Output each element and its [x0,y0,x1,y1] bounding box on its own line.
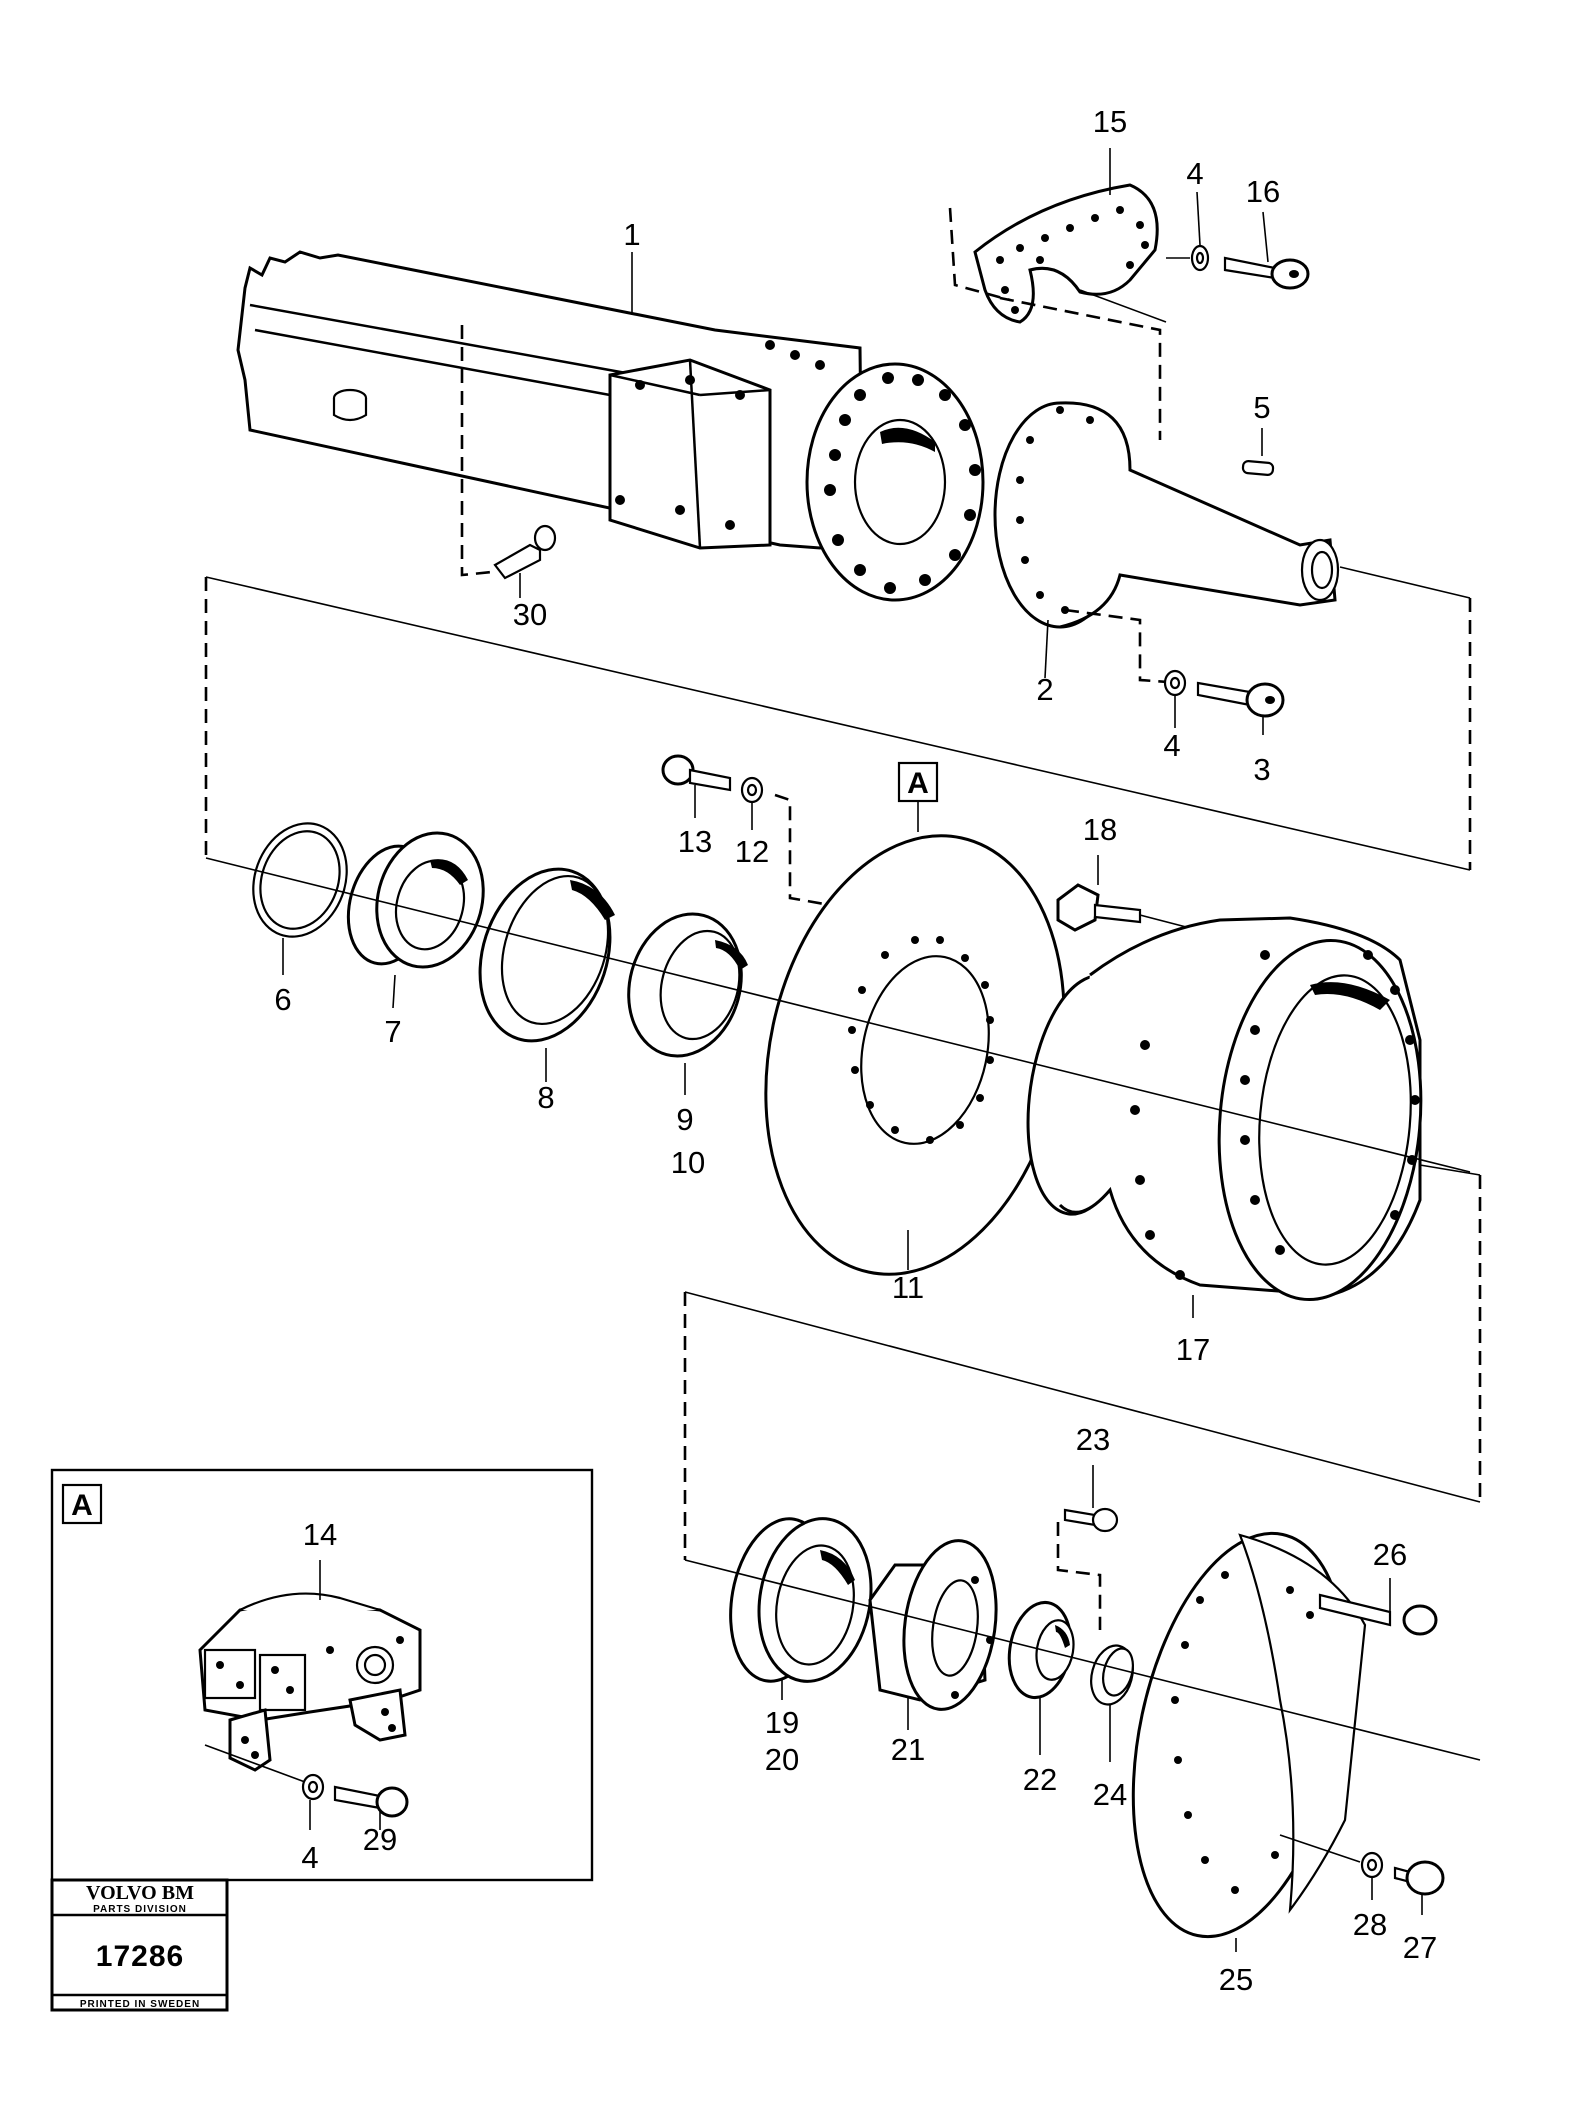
detail-box-a: A 14 4 29 [50,1468,594,1882]
bolt-29 [333,1785,409,1818]
callout-4c: 4 [301,1840,318,1875]
callout-23: 23 [1076,1422,1110,1457]
callout-6: 6 [274,982,291,1017]
callout-28: 28 [1353,1907,1387,1942]
callout-4a: 4 [1186,156,1203,191]
callout-25: 25 [1219,1962,1253,1997]
bolt-27 [1393,1860,1445,1896]
ring-6 [252,822,348,938]
callout-3: 3 [1253,752,1270,787]
callout-4b: 4 [1163,728,1180,763]
callout-27: 27 [1403,1930,1437,1965]
callout-9: 9 [676,1102,693,1137]
callout-29: 29 [363,1822,397,1857]
callout-16: 16 [1246,174,1280,209]
bolt-26 [1318,1593,1438,1636]
bolt-3 [1196,681,1285,718]
bearing-9-10 [627,912,748,1058]
callout-7: 7 [384,1014,401,1049]
washer-4-detail [301,1773,325,1801]
ray-28 [1279,1834,1361,1863]
ray-15 [1079,289,1167,323]
callout-14: 14 [303,1517,337,1552]
ray-bot-top [684,1291,1481,1503]
callout-11: 11 [892,1270,924,1305]
callout-20: 20 [765,1742,799,1777]
dash-30 [460,325,493,577]
caliper-14 [198,1592,422,1772]
sleeve-21 [868,1539,998,1711]
callout-10: 10 [671,1145,705,1180]
dash-23 [1056,1522,1102,1630]
leader-7 [392,974,396,1009]
leader-4a [1196,191,1201,246]
ray-bot-hub [1419,1164,1481,1176]
ray-14 [204,1744,306,1783]
callout-1: 1 [623,217,640,252]
bolt-16 [1223,256,1310,290]
callout-30: 30 [513,597,547,632]
callout-8: 8 [537,1080,554,1115]
ray-18 [1139,914,1191,929]
washer-4-top [1190,244,1210,272]
cover-25 [1131,1531,1367,1939]
ray-mid-top [205,576,1471,871]
spindle-2 [993,401,1340,629]
drawing-number: 17286 [96,1940,184,1973]
callout-24: 24 [1093,1777,1127,1812]
ray-mid-center [205,857,1471,1173]
dash-15 [948,207,1011,302]
detail-marker-a-label: A [907,767,929,800]
bolt-18 [1056,883,1142,932]
callout-22: 22 [1023,1762,1057,1797]
callout-15: 15 [1093,104,1127,139]
bearing-7 [346,831,485,969]
callout-19: 19 [765,1705,799,1740]
bolt-13 [661,754,732,792]
bearing-19-20 [729,1517,873,1683]
ray-bot-center [684,1559,1481,1761]
parts-division: PARTS DIVISION [93,1904,187,1915]
callout-18: 18 [1083,812,1117,847]
callout-12: 12 [735,834,769,869]
callout-21: 21 [891,1732,925,1767]
leader-2 [1044,619,1049,679]
printed-in: PRINTED IN SWEDEN [80,1999,200,2010]
brand-name: VOLVO BM [86,1882,194,1904]
hub-17 [1026,916,1423,1302]
grease-nipple-30 [493,524,557,580]
callout-17: 17 [1176,1332,1210,1367]
plate-24 [1090,1644,1134,1706]
brake-disc-11 [764,834,1066,1276]
ray-spindle [1339,566,1471,599]
washer-4-mid [1163,669,1187,697]
axle-flange [805,362,985,602]
washer-12 [740,776,764,804]
detail-marker-a: A [897,761,939,832]
callout-26: 26 [1373,1537,1407,1572]
detail-box-a-label: A [71,1489,93,1522]
key-5 [1241,460,1275,476]
title-block: VOLVO BM PARTS DIVISION 17286 PRINTED IN… [50,1878,229,2012]
washer-28 [1360,1851,1384,1879]
callout-5: 5 [1253,390,1270,425]
leader-16 [1262,211,1269,263]
plate-15 [973,183,1159,324]
axle-housing-1 [236,250,864,550]
dash-15b [999,296,1162,440]
callout-2: 2 [1036,672,1053,707]
screw-23 [1063,1507,1119,1533]
race-8 [478,867,615,1043]
callout-13: 13 [678,824,712,859]
dash-13 [774,793,831,907]
